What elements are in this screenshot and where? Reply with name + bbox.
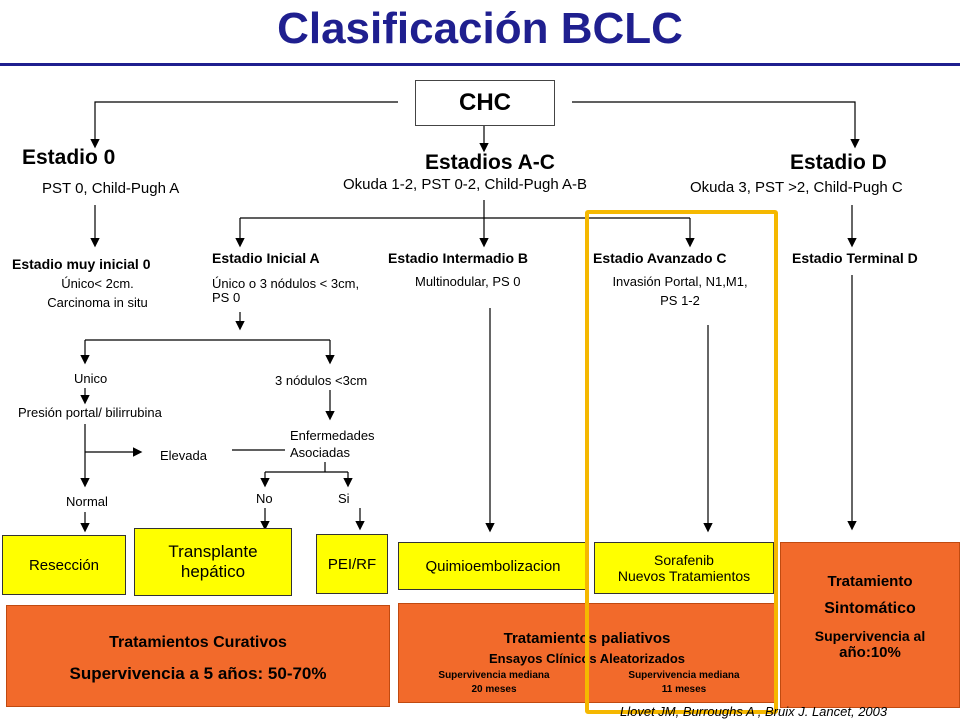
treatment-transplante-line2: hepático	[180, 562, 246, 581]
flow-tres-nodulos: 3 nódulos <3cm	[275, 373, 368, 388]
advanced-c-line1: Invasión Portal, N1,M1,	[612, 274, 748, 289]
root-node-chc: CHC	[415, 80, 555, 126]
flow-unico: Unico	[74, 371, 108, 386]
symptomatic-line3: Supervivencia al	[814, 628, 926, 644]
stage-d-title: Estadio D	[790, 151, 887, 174]
stage-0-title: Estadio 0	[22, 146, 116, 169]
early-a-line2: PS 0	[212, 290, 241, 305]
palliative-right-survival-2: 11 meses	[661, 684, 707, 695]
advanced-stage-highlight	[585, 210, 778, 714]
flow-elevada: Elevada	[160, 448, 207, 463]
flow-no: No	[256, 491, 273, 506]
symptomatic-line2: Sintomático	[824, 600, 916, 617]
flow-enfermedades-1: Enfermedades	[290, 428, 375, 443]
citation: Llovet JM, Burroughs A , Bruix J. Lancet…	[620, 704, 888, 719]
symptomatic-line4: año:10%	[839, 644, 901, 661]
curative-title: Tratamientos Curativos	[109, 634, 287, 651]
page-title: Clasificación BCLC	[277, 4, 683, 53]
flow-normal: Normal	[66, 494, 108, 509]
treatment-sorafenib-line2: Nuevos Tratamientos	[617, 568, 751, 584]
advanced-c-title: Estadio Avanzado C	[593, 250, 727, 266]
terminal-d-title: Estadio Terminal D	[792, 250, 918, 266]
curative-survival: Supervivencia a 5 años: 50-70%	[69, 664, 327, 683]
symptomatic-line1: Tratamiento	[827, 573, 913, 590]
palliative-left-survival-1: Supervivencia mediana	[438, 670, 550, 681]
very-early-title: Estadio muy inicial 0	[12, 256, 151, 272]
palliative-right-survival-1: Supervivencia mediana	[628, 670, 740, 681]
flow-presion: Presión portal/ bilirrubina	[18, 405, 162, 420]
treatment-sorafenib: Sorafenib Nuevos Tratamientos	[594, 542, 774, 594]
treatment-transplante-line1: Transplante	[168, 542, 258, 561]
very-early-line2: Carcinoma in situ	[47, 295, 148, 310]
very-early-line1: Único< 2cm.	[61, 276, 134, 291]
symptomatic-treatment-box: Tratamiento Sintomático Supervivencia al…	[780, 542, 960, 708]
early-a-line1: Único o 3 nódulos < 3cm,	[212, 276, 360, 291]
treatment-pei-rf: PEI/RF	[316, 534, 388, 594]
stage-ac-desc: Okuda 1-2, PST 0-2, Child-Pugh A-B	[343, 176, 588, 193]
stage-d-desc: Okuda 3, PST >2, Child-Pugh C	[690, 179, 903, 196]
title-divider	[0, 63, 960, 66]
intermediate-b-desc: Multinodular, PS 0	[415, 274, 521, 289]
stage-0-desc: PST 0, Child-Pugh A	[42, 180, 180, 197]
treatment-reseccion-label: Resección	[28, 556, 100, 574]
intermediate-b-title: Estadio Intermadio B	[388, 250, 529, 266]
treatment-quimio-label: Quimioembolizacion	[425, 557, 561, 575]
palliative-left-survival-2: 20 meses	[471, 684, 517, 695]
flow-enfermedades-2: Asociadas	[290, 445, 350, 460]
flow-si: Si	[338, 491, 350, 506]
early-a-title: Estadio Inicial A	[212, 250, 320, 266]
treatment-sorafenib-line1: Sorafenib	[654, 552, 714, 568]
treatment-quimioembolizacion: Quimioembolizacion	[398, 542, 588, 590]
treatment-reseccion: Resección	[2, 535, 126, 595]
curative-treatments-box: Tratamientos Curativos Supervivencia a 5…	[6, 605, 390, 707]
advanced-c-line2: PS 1-2	[660, 293, 700, 308]
stage-ac-title: Estadios A-C	[425, 151, 555, 174]
treatment-pei-rf-label: PEI/RF	[327, 555, 377, 573]
treatment-transplante: Transplante hepático	[134, 528, 292, 596]
